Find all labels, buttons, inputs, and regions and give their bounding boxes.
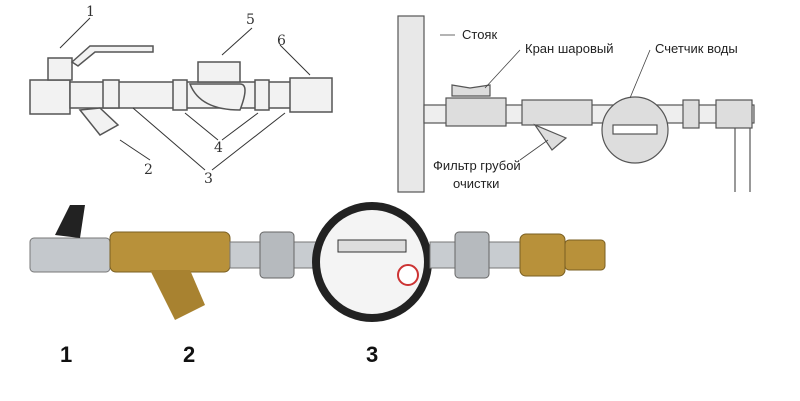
ball-valve-body — [29, 79, 71, 115]
photo-label-2: 2 — [183, 342, 196, 367]
left-schematic — [29, 45, 333, 136]
meter-display — [612, 124, 658, 135]
elbow — [715, 99, 753, 129]
union — [172, 79, 188, 111]
photo-label-3: 3 — [366, 342, 379, 367]
callout-4: 4 — [214, 140, 223, 156]
photo-assembly — [29, 202, 606, 322]
right-schematic — [397, 15, 755, 193]
callout-1: 1 — [86, 4, 95, 20]
meter-label: Счетчик воды — [655, 41, 738, 56]
valve-lever — [70, 45, 154, 67]
callout-6: 6 — [277, 33, 286, 49]
union — [102, 79, 120, 109]
filter-label-2: очистки — [453, 176, 500, 191]
photo-filter — [109, 231, 231, 273]
filter-sump — [533, 123, 568, 151]
photo-filter-sump — [150, 270, 205, 320]
filter-body — [78, 107, 120, 136]
callout-2: 2 — [144, 162, 153, 178]
photo-ball-valve — [29, 237, 111, 273]
callout-3: 3 — [204, 171, 213, 187]
riser-label: Стояк — [462, 27, 498, 42]
valve-stem — [47, 57, 73, 81]
meter-body — [188, 83, 246, 111]
union — [682, 99, 700, 129]
meter-head — [197, 61, 241, 83]
leader-lines — [59, 17, 311, 171]
part-6 — [289, 77, 333, 113]
ball-valve — [445, 97, 507, 127]
filter — [521, 99, 593, 126]
photo-meter-dial — [320, 210, 424, 314]
filter-label-1: Фильтр грубой — [433, 158, 521, 173]
valve-handle — [451, 84, 491, 97]
riser-wall — [397, 15, 425, 193]
valve-label: Кран шаровый — [525, 41, 614, 56]
callout-5: 5 — [246, 12, 255, 28]
union — [254, 79, 270, 111]
photo-label-1: 1 — [60, 342, 73, 367]
photo-valve-handle — [55, 205, 85, 238]
